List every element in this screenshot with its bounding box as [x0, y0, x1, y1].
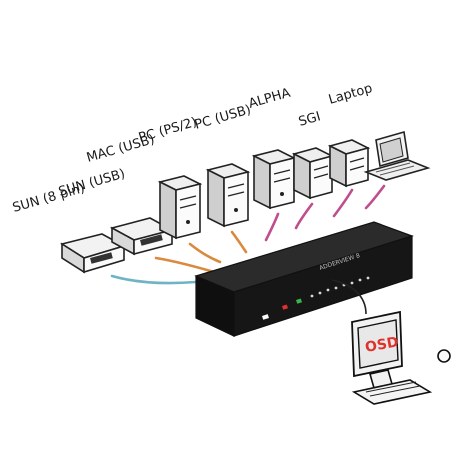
device-mac [157, 175, 203, 240]
osd-text: OSD [364, 334, 400, 356]
cable-sun-8pin [110, 274, 198, 285]
cable-pc-usb [264, 212, 280, 242]
mouse-icon [437, 349, 451, 363]
cable-laptop [364, 184, 386, 210]
cable-mac [188, 242, 222, 264]
device-sun-8pin [59, 233, 127, 274]
label-alpha: ALPHA [247, 86, 292, 112]
cable-pc-ps2 [230, 230, 248, 254]
label-sun-usb: SUN (USB) [57, 167, 127, 200]
cable-console [331, 279, 367, 315]
label-pc-usb: PC (USB) [193, 102, 253, 132]
label-laptop: Laptop [327, 81, 374, 108]
device-pc-usb [251, 149, 297, 210]
device-laptop [363, 130, 431, 181]
label-pc-ps2: PC (PS/2) [137, 115, 199, 146]
device-alpha [291, 147, 335, 200]
switch-led-row [310, 276, 370, 298]
label-sgi: SGI [297, 109, 322, 130]
switch-port-2 [282, 304, 288, 310]
console-workstation: OSD [351, 310, 451, 405]
cable-sun-usb [154, 256, 216, 274]
device-pc-ps2 [205, 163, 251, 228]
switch-port-1 [262, 314, 269, 320]
switch-port-3 [296, 298, 302, 304]
cable-alpha [294, 202, 314, 230]
device-sgi [327, 139, 371, 188]
cables [110, 184, 386, 285]
device-sun-usb [109, 217, 175, 256]
kvm-switch: ADDERVIEW 8 [194, 221, 414, 337]
cable-sgi [332, 188, 354, 218]
